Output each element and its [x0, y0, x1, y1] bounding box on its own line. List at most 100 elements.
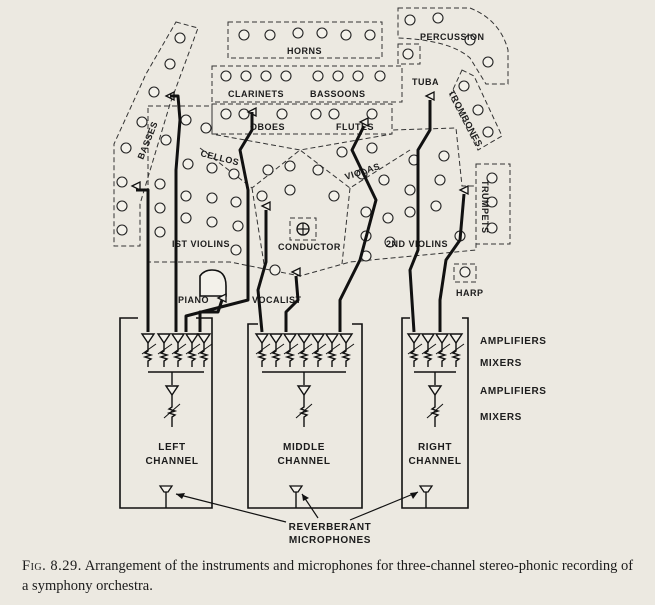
- bass-seat: [116, 200, 128, 212]
- violin2-seat: [434, 174, 446, 186]
- oboes-label: OBOES: [250, 122, 285, 132]
- bassoon-seat: [332, 70, 344, 82]
- trombone-seat: [482, 126, 494, 138]
- cello-seat: [160, 134, 172, 146]
- tuba-label: TUBA: [412, 77, 439, 87]
- vocalist-seat: [269, 264, 281, 276]
- clarinet-seat: [220, 70, 232, 82]
- caption-text: Arrangement of the instruments and micro…: [22, 558, 634, 594]
- bassoon-seat: [352, 70, 364, 82]
- bassoons-label: BASSOONS: [310, 89, 366, 99]
- trumpet-seat: [486, 172, 498, 184]
- violin2-seat: [360, 206, 372, 218]
- oboe-seat: [238, 108, 250, 120]
- violin1-seat: [154, 202, 166, 214]
- microphones-label: MICROPHONES: [289, 535, 371, 546]
- right-channel-label: RIGHT: [418, 442, 452, 453]
- horn-seat: [340, 29, 352, 41]
- horn-seat: [364, 29, 376, 41]
- bass-seat: [120, 142, 132, 154]
- microphone-icon: [458, 184, 469, 196]
- clarinets-bassoons-section: [211, 65, 403, 103]
- trombones-label: TROMBONES: [446, 88, 484, 148]
- horn-seat: [238, 29, 250, 41]
- violin1-seat: [256, 190, 268, 202]
- percussion-seat: [402, 48, 414, 60]
- viola-seat: [378, 174, 390, 186]
- cello-seat: [206, 162, 218, 174]
- microphone-icon: [358, 116, 369, 128]
- middle-channel-label-2: CHANNEL: [277, 456, 330, 467]
- viola-seat: [328, 190, 340, 202]
- violin1-seat: [180, 190, 192, 202]
- percussion-label: PERCUSSION: [420, 32, 485, 42]
- left-channel-label-2: CHANNEL: [145, 456, 198, 467]
- middle-channel-box: [247, 323, 363, 509]
- conductor-icon: [296, 222, 310, 236]
- violin1-seat: [230, 244, 242, 256]
- microphone-icon: [424, 90, 435, 102]
- trumpet-seat: [486, 196, 498, 208]
- mixers-label-top: MIXERS: [480, 358, 522, 369]
- harp-label: HARP: [456, 288, 484, 298]
- piano-icon: [199, 269, 227, 297]
- horns-section: [227, 21, 383, 59]
- horns-label: HORNS: [287, 46, 322, 56]
- horn-seat: [292, 27, 304, 39]
- bass-seat: [174, 32, 186, 44]
- trombone-seat: [472, 104, 484, 116]
- percussion-seat: [404, 14, 416, 26]
- clarinet-seat: [260, 70, 272, 82]
- trumpets-label: TRUMPETS: [480, 180, 490, 234]
- vocalist-label: VOCALIST: [252, 295, 302, 305]
- violin1-seat: [206, 216, 218, 228]
- violin2-seat: [382, 212, 394, 224]
- reverberant-microphones: REVERBERANT MICROPHONES: [158, 485, 434, 546]
- horn-seat: [316, 27, 328, 39]
- left-channel-label: LEFT: [158, 442, 185, 453]
- violin1-seat: [154, 226, 166, 238]
- left-amp-row: [140, 333, 213, 427]
- mixers-label-bottom: MIXERS: [480, 412, 522, 423]
- conductor-label: CONDUCTOR: [278, 242, 341, 252]
- figure-number: Fig. 8.29.: [22, 558, 82, 574]
- reverberant-label: REVERBERANT: [289, 522, 372, 533]
- violin2-seat: [404, 206, 416, 218]
- first-violins-label: IST VIOLINS: [172, 239, 230, 249]
- viola-seat: [312, 164, 324, 176]
- cellos-label: CELLOS: [200, 148, 241, 167]
- figure-caption: Fig. 8.29. Arrangement of the instrument…: [22, 556, 642, 596]
- violin1-seat: [262, 164, 274, 176]
- amplifiers-label-bottom: AMPLIFIERS: [480, 386, 547, 397]
- microphone-icon: [130, 180, 141, 192]
- bassoon-seat: [312, 70, 324, 82]
- microphone-icon: [288, 485, 304, 493]
- trombone-seat: [458, 80, 470, 92]
- horn-seat: [264, 29, 276, 41]
- violin1-seat: [230, 196, 242, 208]
- bass-seat: [136, 116, 148, 128]
- cello-seat: [200, 122, 212, 134]
- trombones-section: [449, 69, 503, 151]
- right-amp-row: [406, 333, 465, 427]
- trumpets-section: [475, 163, 511, 245]
- flute-seat: [328, 108, 340, 120]
- left-channel-box: [119, 317, 213, 509]
- right-channel-label-2: CHANNEL: [408, 456, 461, 467]
- percussion-drum-box: [397, 43, 421, 65]
- microphone-icon: [260, 200, 271, 212]
- bass-seat: [116, 176, 128, 188]
- percussion-seat: [482, 56, 494, 68]
- harp-box: [453, 263, 477, 283]
- percussion-seat: [432, 12, 444, 24]
- bass-seat: [148, 86, 160, 98]
- percussion-section: [397, 7, 509, 85]
- middle-channel-label: MIDDLE: [283, 442, 325, 453]
- signal-chain: [140, 333, 465, 427]
- oboe-seat: [220, 108, 232, 120]
- cello-seat: [228, 168, 240, 180]
- percussion-seat: [464, 34, 476, 46]
- bass-seat: [164, 58, 176, 70]
- viola-seat: [284, 160, 296, 172]
- violin1-seat: [180, 212, 192, 224]
